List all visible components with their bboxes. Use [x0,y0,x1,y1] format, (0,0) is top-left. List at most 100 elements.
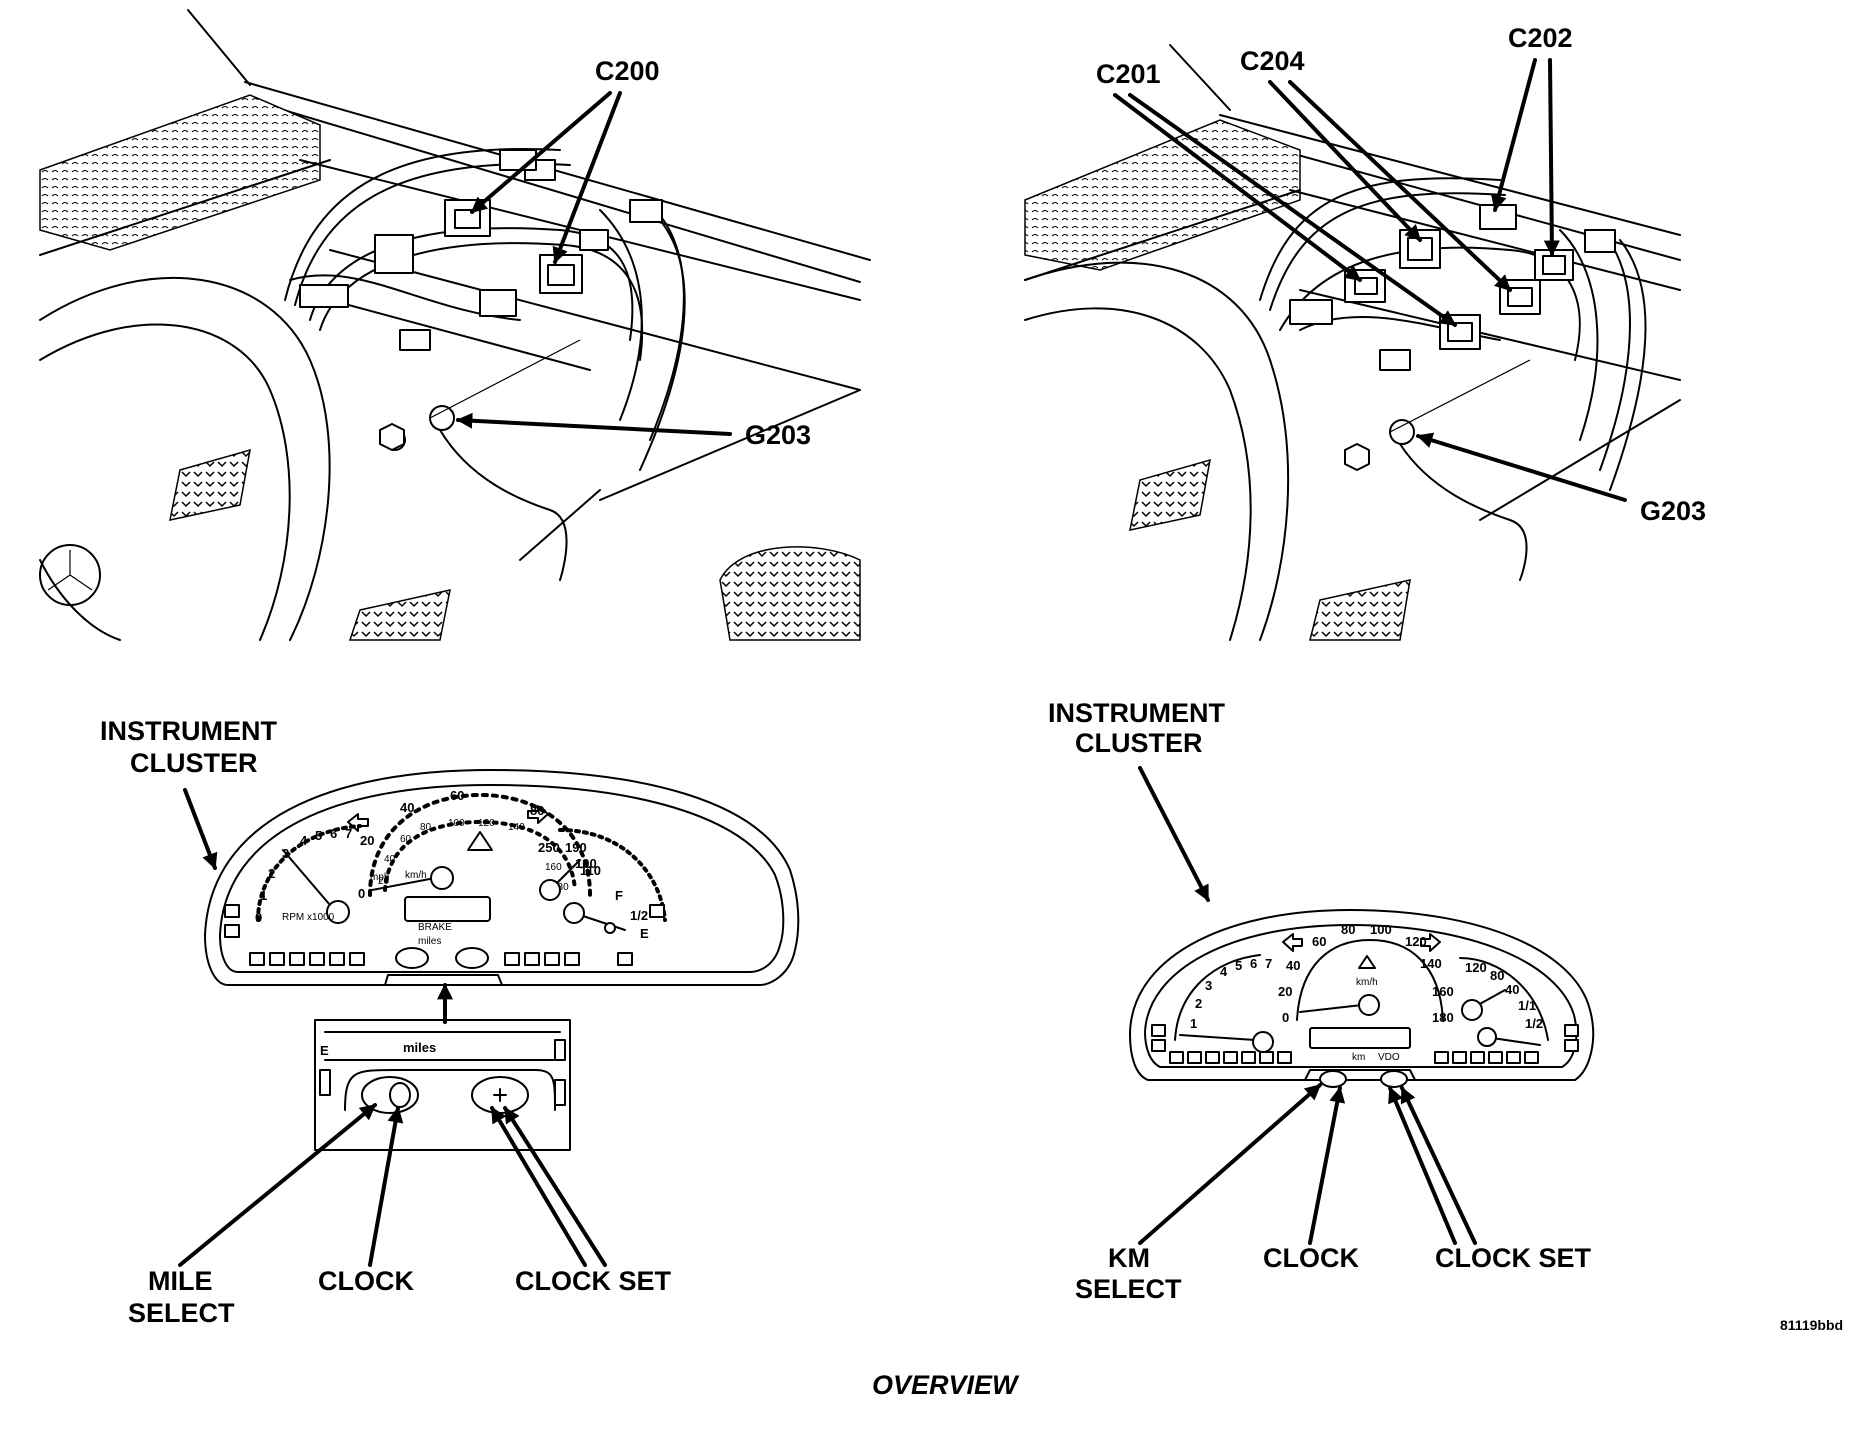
right-cluster-title-1: INSTRUMENT [1048,698,1225,728]
right-tach-5: 5 [1235,958,1242,973]
left-tach-7: 7 [345,826,352,841]
c200-connector-a [444,199,491,237]
left-tach-sub: RPM x1000 [282,912,335,923]
left-speed-inner-6: 140 [508,822,525,833]
detail-edge-e: E [320,1043,329,1058]
left-temp-2: 110 [580,863,601,878]
right-temp-40: 40 [1505,982,1519,997]
right-speed-120: 120 [1405,934,1427,949]
left-temp-numbers: 250 190 110 [538,840,601,878]
right-speed-numbers: 0 20 40 60 80 100 120 140 160 180 [1278,922,1454,1025]
left-speed-units: mph [370,872,389,883]
right-clock-set-button[interactable] [1380,1070,1408,1088]
left-clock-set-label: CLOCK SET [515,1266,672,1296]
left-miles-label: miles [418,936,441,947]
left-tach-5: 5 [315,828,322,843]
c200-connector-b [539,254,583,294]
c204-connector [1399,229,1441,269]
left-speed-outer-0: 0 [358,886,365,901]
g203-label-right: G203 [1640,496,1706,526]
right-speed-20: 20 [1278,984,1292,999]
left-speed-outer-1: 20 [360,833,374,848]
left-lcd-display [404,896,491,922]
right-warning-lamp-row [1151,1024,1579,1064]
right-speed-60: 60 [1312,934,1326,949]
left-warning-lamp-row [224,904,665,966]
left-temp-1: 190 [565,840,587,855]
g203-callout-left: G203 [456,412,811,450]
right-turn-signal-icon [527,805,549,824]
right-cluster-right-turn-icon [1420,933,1441,952]
km-select-clock-button[interactable] [1319,1070,1347,1088]
left-fuel-half: 1/2 [630,908,648,923]
right-tach-2: 2 [1195,996,1202,1011]
left-turn-signal-icon [347,813,369,832]
km-select-label-1: KM [1108,1243,1150,1273]
left-speed-inner-numbers: 20 40 60 80 100 120 140 160 180 [378,818,569,893]
g203-callout-right: G203 [1416,432,1706,526]
mile-select-label-1: MILE [148,1266,213,1296]
left-speed-inner-2: 60 [400,834,412,845]
left-tach-2: 2 [268,866,275,881]
left-speed-inner-4: 100 [448,818,465,829]
right-tach-1: 1 [1190,1016,1197,1031]
left-fuel-f: F [615,888,623,903]
detail-miles-label: miles [403,1040,436,1055]
right-instrument-cluster: INSTRUMENT CLUSTER 1 2 3 4 5 6 7 0 20 40… [1048,698,1595,1304]
right-clock-set-label: CLOCK SET [1435,1243,1592,1273]
g203-label-left: G203 [745,420,811,450]
right-fuel-full: 1/1 [1518,998,1536,1013]
right-temp-numbers: 120 80 40 [1465,960,1519,997]
figure-code: 81119bbd [1780,1317,1843,1333]
c202-connector [1534,249,1574,281]
right-lcd-display [1309,1027,1411,1049]
left-mile-clock-button-small[interactable] [395,947,429,969]
right-temp-120: 120 [1465,960,1487,975]
warning-triangle-icon [467,831,493,851]
left-temp-0: 250 [538,840,560,855]
right-clock-label: CLOCK [1263,1243,1359,1273]
c200-label: C200 [595,56,660,86]
right-tach-6: 6 [1250,956,1257,971]
c201-callout: C201 [1096,59,1457,327]
left-instrument-cluster: INSTRUMENT CLUSTER 0 1 2 3 4 5 6 7 RPM x… [100,716,800,1328]
right-cluster-warning-triangle-icon [1358,955,1376,969]
right-tach-numbers: 1 2 3 4 5 6 7 [1190,956,1272,1031]
right-speed-40: 40 [1286,958,1300,973]
left-tach-4: 4 [300,833,308,848]
right-speed-units: km/h [1356,977,1378,988]
left-tach-1: 1 [260,888,267,903]
left-speed-inner-5: 120 [478,818,495,829]
left-clock-label: CLOCK [318,1266,414,1296]
clock-inner-button[interactable] [389,1082,411,1108]
left-speed-inner-3: 80 [420,822,432,833]
right-cluster-left-turn-icon [1282,933,1303,952]
right-fuel-marks: 1/1 1/2 [1518,998,1543,1031]
left-cluster-title-1: INSTRUMENT [100,716,277,746]
right-cluster-title-2: CLUSTER [1075,728,1203,758]
right-speed-80: 80 [1341,922,1355,937]
mile-select-label-2: SELECT [128,1298,235,1328]
c202-callout: C202 [1490,23,1573,257]
left-speed-outer-3: 60 [450,788,464,803]
c200-callout: C200 [470,56,660,264]
right-speed-160: 160 [1432,984,1454,999]
right-fuel-half: 1/2 [1525,1016,1543,1031]
left-speed-inner-7: 160 [545,862,562,873]
left-cluster-title-2: CLUSTER [130,748,258,778]
left-speed-inner-1: 40 [384,854,396,865]
left-clock-set-button-small[interactable] [455,947,489,969]
km-select-label-2: SELECT [1075,1274,1182,1304]
right-tach-4: 4 [1220,964,1228,979]
c202-label: C202 [1508,23,1573,53]
right-temp-80: 80 [1490,968,1504,983]
c204-label: C204 [1240,46,1305,76]
c204-callout: C204 [1240,46,1512,292]
right-vdo-label: VDO [1378,1052,1400,1063]
left-fuel-marks: F 1/2 E [615,888,649,941]
left-tach-0: 0 [255,910,262,925]
left-inner-units: km/h [405,870,427,881]
right-tach-3: 3 [1205,978,1212,993]
figure-caption: OVERVIEW [872,1370,1020,1400]
